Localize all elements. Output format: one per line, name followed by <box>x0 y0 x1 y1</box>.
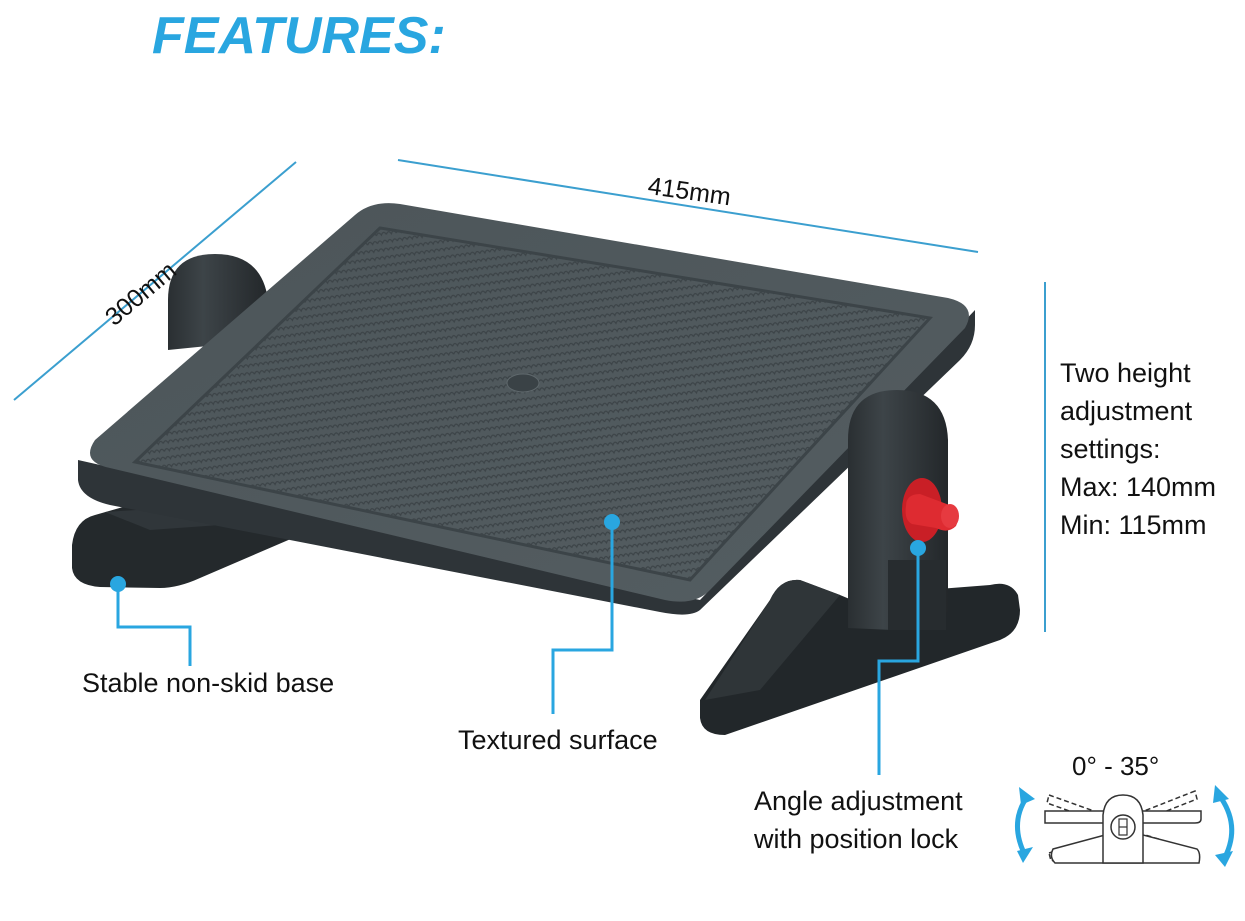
depth-dimension-line <box>13 161 297 401</box>
height-line2: adjustment <box>1060 396 1193 426</box>
page-title: FEATURES: <box>152 7 446 65</box>
base-callout-dot <box>110 576 126 592</box>
tilt-arrow-right-icon <box>1213 785 1235 867</box>
angle-callout-line1: Angle adjustment <box>754 786 963 816</box>
height-line1: Two height <box>1060 358 1191 388</box>
height-min: Min: 115mm <box>1060 510 1207 540</box>
height-line3: settings: <box>1060 434 1161 464</box>
base-callout-line <box>116 584 192 666</box>
angle-callout-line <box>877 548 920 775</box>
base-callout-label: Stable non-skid base <box>82 668 335 698</box>
surface-callout-dot <box>604 514 620 530</box>
angle-callout-line2: with position lock <box>754 824 959 854</box>
angle-callout-label: Angle adjustment with position lock <box>754 782 963 858</box>
width-dimension-line <box>397 159 979 253</box>
height-settings-text: Two height adjustment settings: Max: 140… <box>1060 354 1216 544</box>
angle-diagram <box>1014 785 1235 867</box>
angle-range-label: 0° - 35° <box>1072 751 1160 781</box>
surface-callout-line <box>551 522 614 714</box>
height-max: Max: 140mm <box>1060 472 1217 502</box>
surface-callout-label: Textured surface <box>458 725 658 755</box>
tilt-arrow-left-icon <box>1014 787 1035 863</box>
angle-callout-dot <box>910 540 926 556</box>
